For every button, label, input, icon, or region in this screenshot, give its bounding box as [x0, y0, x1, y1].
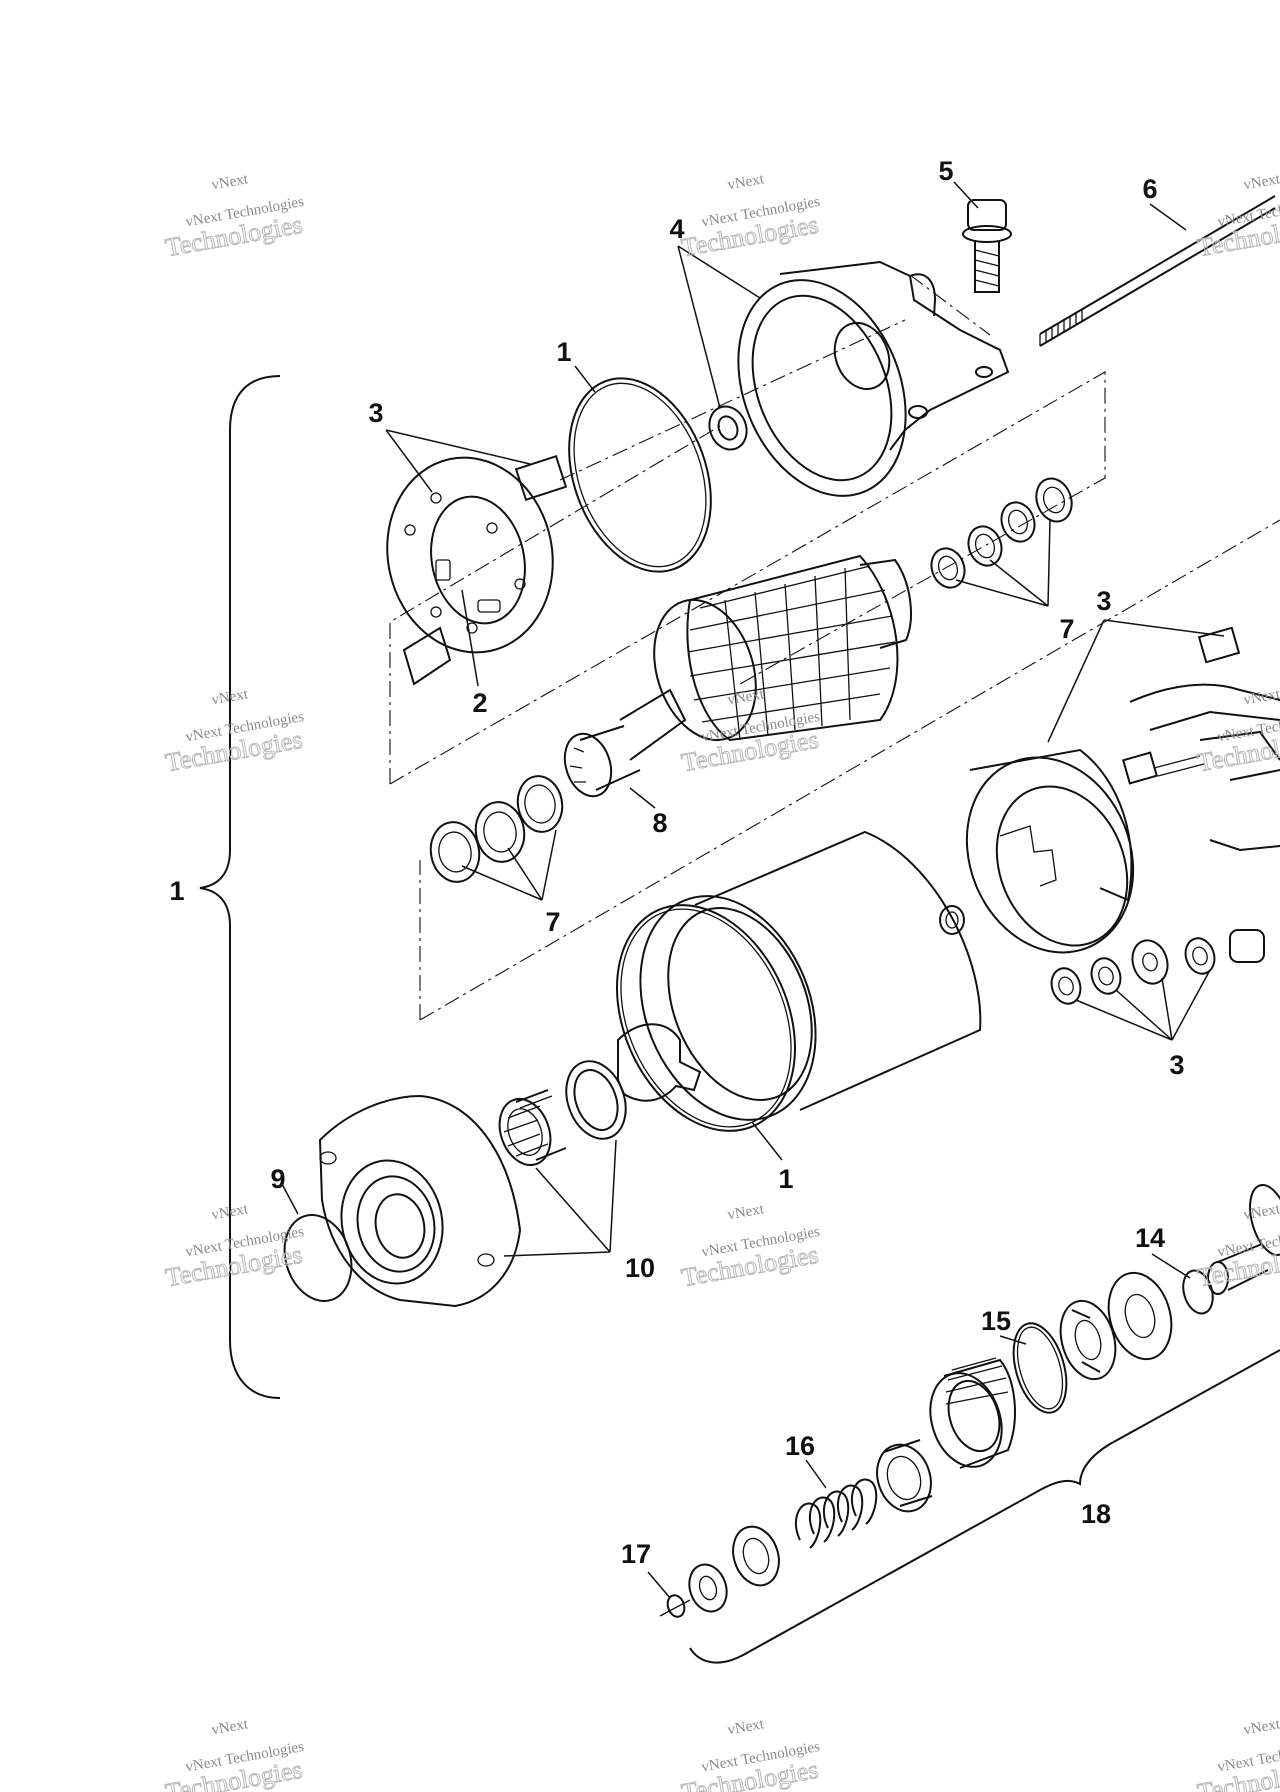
- assembly-brace-left: [199, 375, 281, 1399]
- watermark-group: vNext vNext Technologies Technologies vN…: [163, 171, 1280, 1792]
- callout-7-upper: 7: [1059, 614, 1074, 644]
- svg-text:vNext: vNext: [210, 171, 250, 193]
- thrust-washer: [688, 1563, 728, 1613]
- retainer-plate: [617, 1023, 702, 1102]
- callout-3-right-lower: 3: [1169, 1050, 1184, 1080]
- retaining-ring-15: [1012, 1322, 1068, 1414]
- callout-6: 6: [1142, 174, 1157, 204]
- watermark: vNext vNext Technologies Technologies: [679, 1201, 822, 1293]
- brush-plate: [386, 455, 568, 686]
- stop-collar: [1107, 1271, 1173, 1361]
- armature: [563, 554, 912, 798]
- svg-text:vNext: vNext: [210, 686, 250, 708]
- drive-end-housing: [318, 1094, 522, 1308]
- drive-axis-line: [659, 1599, 691, 1617]
- assembly-brace-drive: [689, 1349, 1280, 1664]
- svg-text:vNext: vNext: [1242, 686, 1280, 708]
- watermark: vNext vNext Technologies Technologies: [163, 686, 306, 778]
- o-ring-upper: [568, 377, 712, 573]
- retaining-ring-15-inner: [1016, 1326, 1064, 1410]
- leader-lines: [281, 181, 1225, 1599]
- svg-text:vNext: vNext: [726, 686, 766, 708]
- brush-holder-ring: [965, 748, 1135, 954]
- callout-labels: 1 2 3 4 5 6 7 3 8 1 7 3 1 9 10 14 15 16 …: [169, 156, 1184, 1569]
- svg-text:vNext: vNext: [726, 1201, 766, 1223]
- seal-ring: [283, 1214, 353, 1302]
- callout-1-top: 1: [556, 337, 571, 367]
- bearing-race: [565, 1060, 627, 1140]
- guide-line-bolt: [909, 274, 991, 336]
- svg-text:vNext: vNext: [726, 1716, 766, 1738]
- guide-line-axis: [559, 319, 906, 481]
- callout-3-left: 3: [368, 398, 383, 428]
- watermark: vNext vNext Technologies Technologies: [1195, 1201, 1280, 1293]
- through-bolt: [1039, 195, 1276, 347]
- svg-text:vNext: vNext: [726, 171, 766, 193]
- bushing: [708, 405, 748, 451]
- callout-9: 9: [270, 1164, 285, 1194]
- watermark: vNext vNext Technologies Technologies: [163, 171, 306, 263]
- watermark: vNext vNext Technologies Technologies: [679, 686, 822, 778]
- watermark: vNext vNext Technologies Technologies: [163, 1201, 306, 1293]
- callout-5: 5: [938, 156, 953, 186]
- guide-line-upper: [389, 371, 1106, 785]
- field-frame: [639, 830, 982, 1121]
- callout-15: 15: [981, 1306, 1011, 1336]
- o-ring-lower: [616, 904, 796, 1132]
- svg-text:vNext: vNext: [1242, 171, 1280, 193]
- callout-7-lower: 7: [545, 907, 560, 937]
- needle-bearing: [498, 1089, 567, 1166]
- callout-2: 2: [472, 688, 487, 718]
- svg-text:vNext: vNext: [210, 1716, 250, 1738]
- o-ring-lower-inner: [620, 908, 792, 1128]
- screw: [962, 199, 1012, 293]
- callout-8: 8: [652, 808, 667, 838]
- clutch-sleeve: [876, 1439, 933, 1513]
- o-ring-upper-inner: [573, 382, 707, 568]
- collar: [732, 1525, 780, 1587]
- callout-16: 16: [785, 1431, 815, 1461]
- brush-holder-assembly: [1121, 626, 1280, 852]
- watermark: vNext vNext Technologies Technologies: [679, 171, 822, 263]
- callout-10: 10: [625, 1253, 655, 1283]
- watermark: vNext vNext Technologies Technologies: [1195, 171, 1280, 263]
- svg-text:vNext: vNext: [210, 1201, 250, 1223]
- watermark: vNext vNext Technologies Technologies: [1195, 686, 1280, 778]
- callout-14: 14: [1135, 1223, 1165, 1253]
- callout-17: 17: [621, 1539, 651, 1569]
- guide-line-middle: [419, 519, 1280, 1021]
- washers-upper: [930, 477, 1073, 589]
- callout-1-lower: 1: [778, 1164, 793, 1194]
- end-cover-housing: [737, 260, 1010, 497]
- callout-18: 18: [1081, 1499, 1111, 1529]
- watermark: vNext vNext Technologies Technologies: [1195, 1716, 1280, 1792]
- svg-text:vNext: vNext: [1242, 1716, 1280, 1738]
- watermark: vNext vNext Technologies Technologies: [163, 1716, 306, 1792]
- watermark: vNext vNext Technologies Technologies: [679, 1716, 822, 1792]
- svg-text:vNext: vNext: [1242, 1201, 1280, 1223]
- spring-16: [794, 1478, 878, 1549]
- split-collar: [1059, 1299, 1117, 1381]
- callout-4: 4: [669, 214, 684, 244]
- callout-3-right-upper: 3: [1096, 586, 1111, 616]
- washers-lower: [429, 775, 564, 883]
- callout-1-left: 1: [169, 876, 184, 906]
- guide-line-upper-left: [389, 425, 721, 784]
- snap-ring-14: [1182, 1269, 1214, 1315]
- insulator-washers: [1050, 929, 1265, 1005]
- pinion-gear: [929, 1357, 1016, 1469]
